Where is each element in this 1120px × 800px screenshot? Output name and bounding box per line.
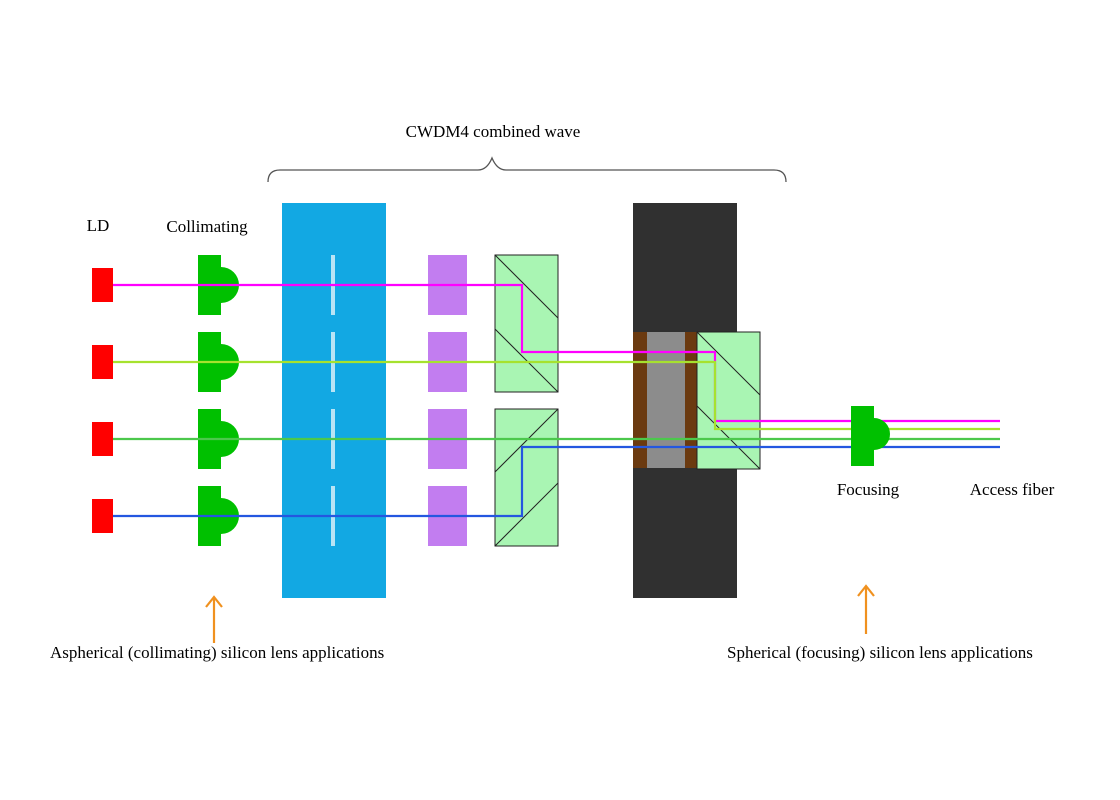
prism-diagonal	[494, 254, 559, 319]
prism-diagonal	[494, 328, 559, 393]
prism-diagonal	[696, 405, 761, 470]
window-core	[647, 332, 685, 468]
up-arrow-icon	[205, 595, 223, 643]
window-edge-left	[633, 332, 647, 468]
cwdm4-brace	[267, 156, 787, 183]
focusing-label: Focusing	[837, 480, 900, 499]
prism-diagonal	[696, 331, 761, 396]
prism-bottom	[494, 408, 559, 547]
prism-diagonal	[494, 408, 559, 473]
aspherical-note: Aspherical (collimating) silicon lens ap…	[50, 643, 384, 662]
focusing-lens	[851, 406, 890, 466]
window-edge-right	[685, 332, 697, 468]
ld-label: LD	[87, 216, 110, 235]
up-arrow-icon	[857, 584, 875, 634]
laser-diode	[92, 422, 113, 456]
laser-diode	[92, 499, 113, 533]
access-fiber-label: Access fiber	[970, 480, 1055, 499]
prism-diagonal	[494, 482, 559, 547]
filter-array	[428, 255, 467, 546]
prism	[494, 408, 559, 547]
prism-top	[494, 254, 559, 393]
collimating-lens-array	[198, 255, 239, 546]
cwdm4-label: CWDM4 combined wave	[406, 122, 581, 141]
laser-diode	[92, 268, 113, 302]
beam-4	[113, 445, 1000, 518]
prism	[494, 254, 559, 393]
spherical-note: Spherical (focusing) silicon lens applic…	[727, 643, 1033, 662]
collimating-label: Collimating	[166, 217, 248, 236]
beam-1	[113, 283, 1000, 423]
laser-diode	[92, 345, 113, 379]
laser-diode-array	[92, 268, 113, 533]
